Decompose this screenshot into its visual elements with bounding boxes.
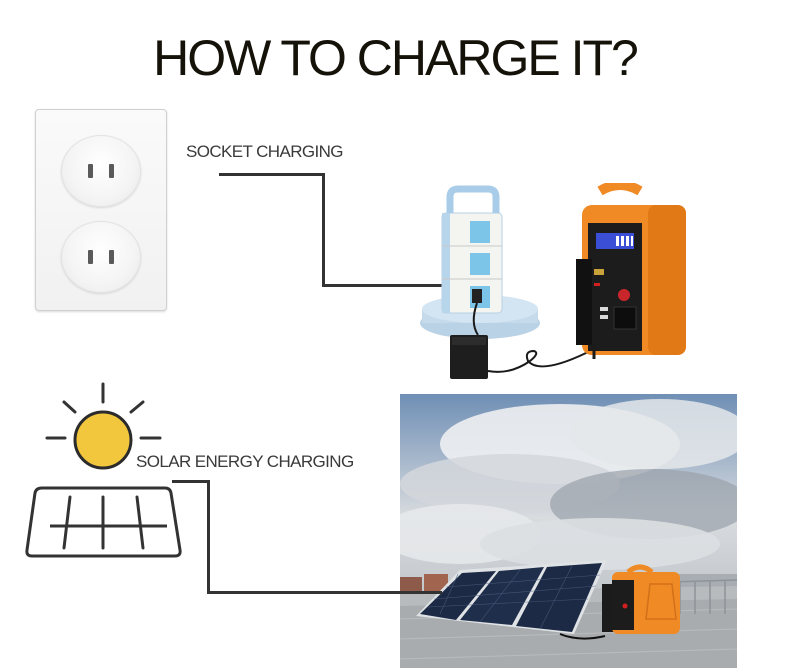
solar-energy-charging-label: SOLAR ENERGY CHARGING: [136, 452, 354, 471]
outlet-slot: [109, 164, 114, 178]
outlet-bottom: [61, 221, 141, 293]
connector-line: [207, 591, 442, 594]
rooftop-solar-panel-and-power-station-photo: [400, 394, 737, 668]
connector-line: [172, 480, 210, 483]
page-title: HOW TO CHARGE IT?: [153, 30, 639, 86]
photo-scene: [400, 399, 737, 668]
connector-line: [322, 284, 442, 287]
outlet-slot: [109, 250, 114, 264]
connector-line: [322, 173, 325, 287]
outlet-top: [61, 135, 141, 207]
power-strip-and-power-station-image: [420, 183, 686, 379]
wall-socket-icon: [35, 109, 167, 311]
connector-line: [219, 173, 325, 176]
socket-charging-label: SOCKET CHARGING: [186, 142, 344, 161]
outlet-slot: [88, 250, 93, 264]
outlet-slot: [88, 164, 93, 178]
sun-and-solar-panel-icon: [25, 382, 182, 558]
connector-line: [207, 480, 210, 594]
